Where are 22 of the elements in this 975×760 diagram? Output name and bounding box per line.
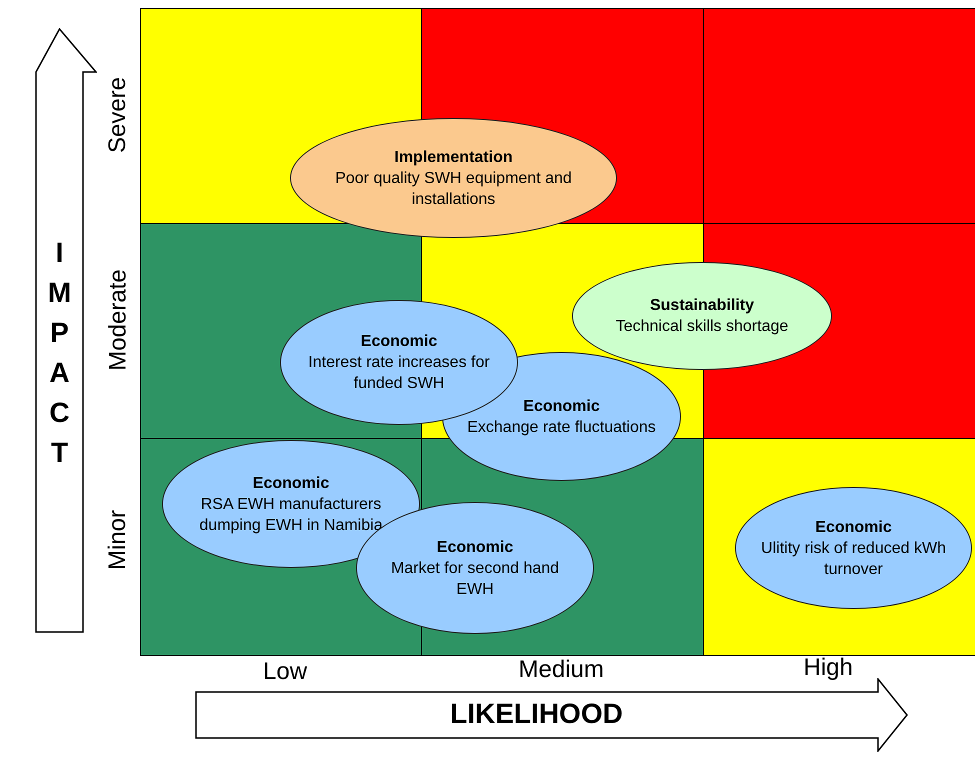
risk-description: Technical skills shortage bbox=[616, 317, 788, 337]
risk-category: Economic bbox=[360, 332, 438, 352]
risk-category: Sustainability bbox=[650, 296, 754, 316]
risk-description: Ulitity risk of reduced kWh turnover bbox=[760, 538, 947, 580]
risk-category: Economic bbox=[523, 396, 600, 416]
risk-category: Economic bbox=[815, 518, 892, 538]
axis-label: High bbox=[804, 654, 853, 682]
risk-description: Exchange rate fluctuations bbox=[467, 418, 656, 438]
axis-label: Moderate bbox=[104, 269, 132, 371]
risk-category: Implementation bbox=[394, 148, 513, 168]
axis-title: IMPACT bbox=[48, 236, 72, 470]
axis-label: Medium bbox=[518, 656, 604, 684]
risk-category: Economic bbox=[252, 474, 330, 494]
axis-label: Severe bbox=[104, 76, 132, 154]
risk-description: Poor quality SWH equipment and installations bbox=[334, 168, 573, 210]
risk-description: RSA EWH manufacturers dumping EWH in Namibia bbox=[198, 494, 384, 536]
risk-description: Interest rate increases for funded SWH bbox=[307, 353, 491, 394]
risk-category: Economic bbox=[436, 538, 514, 558]
axis-title: LIKELIHOOD bbox=[449, 698, 624, 730]
risk-description: Market for second hand EWH bbox=[390, 558, 560, 600]
axis-label: Low bbox=[263, 658, 308, 686]
axis-label: Minor bbox=[104, 510, 132, 570]
